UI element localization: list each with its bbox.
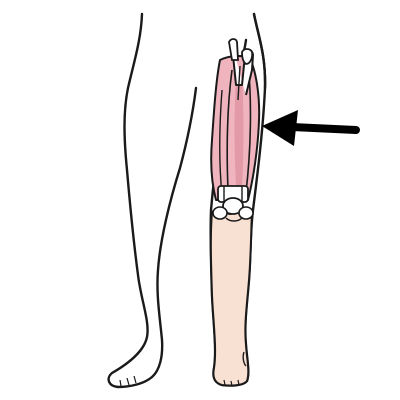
knee-joint bbox=[212, 185, 254, 222]
tendon-strand bbox=[237, 65, 241, 101]
left-toe-lines bbox=[119, 375, 137, 387]
muscle-shading bbox=[234, 80, 244, 185]
lower-leg-skin bbox=[209, 208, 253, 387]
right-hip-outline bbox=[252, 12, 267, 90]
toe-lines bbox=[223, 379, 240, 387]
left-leg-outline bbox=[107, 12, 198, 389]
ankle-line bbox=[242, 351, 247, 367]
muscle-rectus-femoris bbox=[226, 69, 233, 191]
hip-bone-tip bbox=[228, 38, 239, 61]
hip-bone-right bbox=[241, 48, 254, 65]
arrow-left-icon bbox=[262, 110, 360, 146]
